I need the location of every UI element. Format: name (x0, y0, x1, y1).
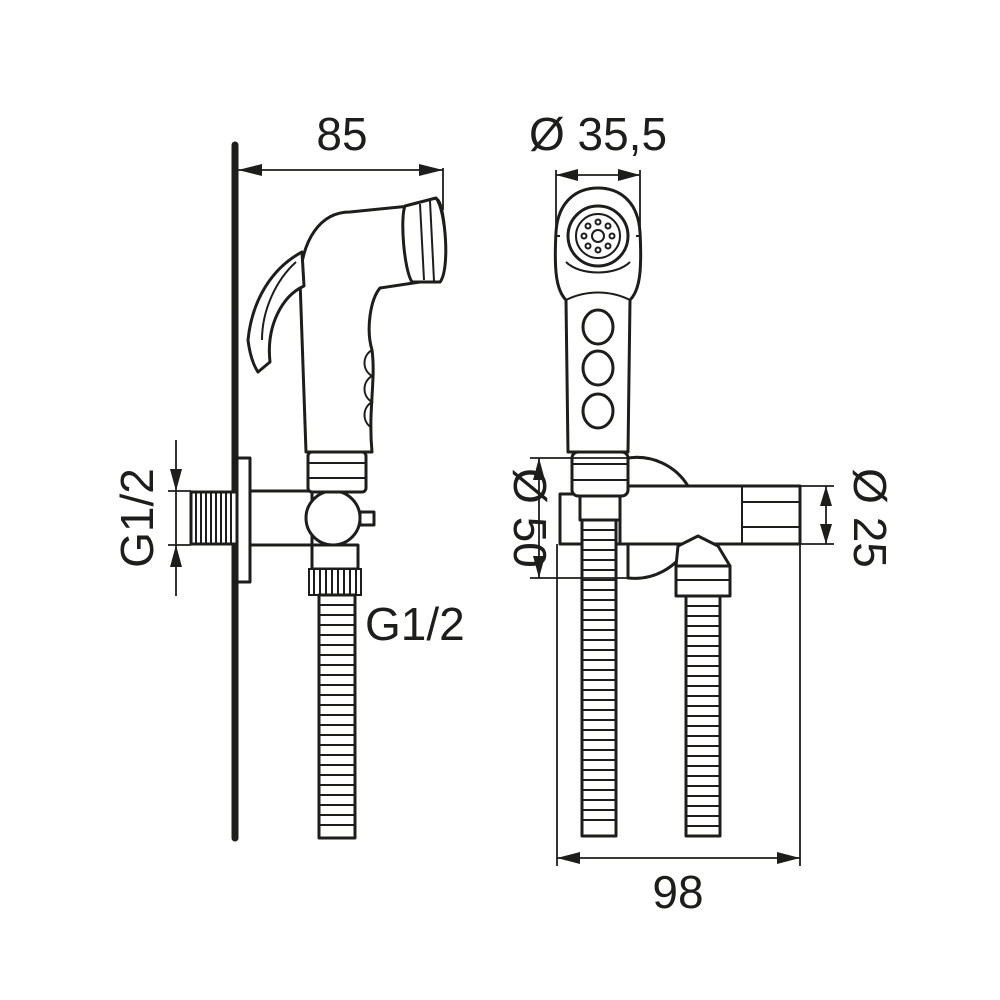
hose-side (317, 593, 357, 840)
trigger-lever-side (246, 250, 306, 374)
inlet-thread (189, 490, 239, 546)
dimension-outlet-thread-label: G1/2 (365, 598, 465, 650)
dimension-handset-diameter-label: Ø 35,5 (529, 108, 667, 160)
hose-connector-thread-side (308, 568, 362, 596)
spray-nozzles (580, 218, 616, 254)
dimension-depth: 85 (238, 108, 444, 210)
dimension-flange-diameter-label: Ø 50 (504, 468, 556, 568)
spray-head-side (401, 196, 448, 284)
grip-oval-1 (581, 308, 615, 346)
dimension-body-diameter-label: Ø 25 (844, 468, 896, 568)
grip-oval-2 (581, 349, 615, 387)
hose-front-right (684, 594, 722, 838)
side-view (189, 141, 448, 842)
dimension-inlet-thread-label: G1/2 (111, 468, 163, 568)
dimension-width-label: 98 (652, 866, 703, 918)
valve-knob-side (358, 510, 376, 527)
dimension-depth-label: 85 (316, 108, 367, 160)
dimension-flange-diameter: Ø 50 (504, 457, 628, 579)
wall-flange (235, 456, 252, 584)
dimension-inlet-thread: G1/2 (111, 440, 191, 596)
hose-front-left (580, 518, 618, 838)
front-view (553, 186, 802, 838)
outlet-fitting-front (674, 534, 732, 568)
holder-ring-side (306, 450, 368, 494)
hose-connector-side (310, 543, 360, 571)
dimension-body-diameter: Ø 25 (800, 468, 896, 568)
valve-ball-side (304, 489, 362, 547)
dimension-width: 98 (556, 544, 801, 918)
valve-body-front (618, 484, 802, 546)
valve-body-side (248, 489, 314, 547)
dimension-handset-diameter: Ø 35,5 (529, 108, 667, 232)
grip-oval-3 (581, 392, 615, 430)
